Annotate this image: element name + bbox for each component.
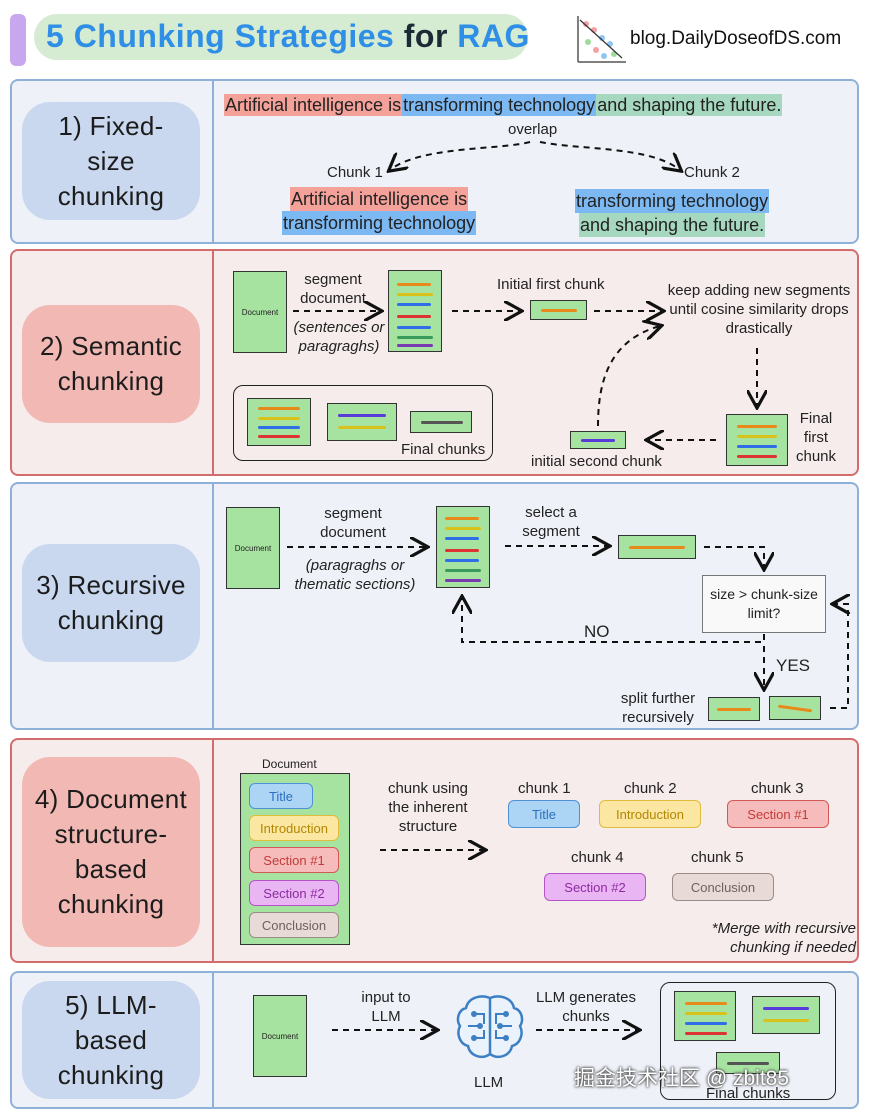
select-segment: select a segment (522, 504, 580, 540)
semantic-final-chunk-1 (247, 398, 311, 446)
chunk2-label: Chunk 2 (684, 164, 740, 181)
llm-final-chunks-frame (660, 982, 836, 1100)
structure-arrow-text: chunk using the inherent structure (387, 780, 469, 835)
llm-final-chunk-3 (716, 1052, 780, 1074)
chunk1-text: Artificial intelligence is transforming … (282, 187, 477, 235)
initial-first-chunk (530, 300, 587, 320)
title-part-1: 5 Chunking Strategies (46, 18, 395, 54)
structure-label: 4) Document structure-based chunking (22, 757, 200, 947)
input-to-llm: input to LLM (361, 989, 411, 1025)
recursive-label: 3) Recursive chunking (22, 544, 200, 662)
sentence-part-b: transforming technology (402, 94, 597, 116)
llm-final-chunk-2 (752, 996, 820, 1034)
llm-final-chunks-label: Final chunks (706, 1085, 791, 1102)
chunk-4-tag: Section #2 (544, 873, 646, 901)
scatter-logo-icon (577, 16, 626, 63)
merge-note: *Merge with recursive chunking if needed (711, 920, 856, 956)
title-part-2: for (403, 18, 448, 54)
no-label: NO (584, 622, 610, 641)
watermark: 掘金技术社区 @ zbit85 (574, 1067, 790, 1090)
final-first-chunk-box (726, 414, 788, 466)
selected-segment (618, 535, 696, 559)
chunk2-line1: transforming technology (575, 189, 770, 213)
semantic-final-chunks-label: Final chunks (401, 441, 486, 458)
title-background (34, 14, 528, 60)
chunk-1-label: chunk 1 (518, 780, 571, 797)
chunk-1-tag: Title (508, 800, 580, 828)
final-first-chunk-label: Final first chunk (796, 410, 837, 465)
structure-document-label: Document (262, 757, 317, 771)
semantic-segment: segment document (300, 271, 366, 307)
recursive-segments-box (436, 506, 490, 588)
split-chunk-2 (769, 696, 821, 720)
chunk-4-label: chunk 4 (571, 849, 624, 866)
doc-item-section-1: Section #1 (249, 847, 339, 873)
chunk-2-label: chunk 2 (624, 780, 677, 797)
chunk-3-label: chunk 3 (751, 780, 804, 797)
chunk1-label: Chunk 1 (327, 164, 383, 181)
split-further-label: split further recursively (620, 690, 696, 726)
recursive-segment: segment document (320, 505, 386, 541)
doc-item-title: Title (249, 783, 313, 809)
doc-item-introduction: Introduction (249, 815, 339, 841)
llm-label-text: LLM (474, 1074, 504, 1091)
blog-url: blog.DailyDoseofDS.com (630, 28, 842, 49)
initial-first-chunk-label: Initial first chunk (497, 276, 605, 293)
semantic-final-chunk-2 (327, 403, 397, 441)
llm-label: 5) LLM-based chunking (22, 981, 200, 1099)
chunk2-text: transforming technology and shaping the … (575, 189, 770, 237)
initial-second-chunk-label: initial second chunk (531, 453, 662, 470)
title-part-3: RAG (457, 18, 530, 54)
split-chunk-1 (708, 697, 760, 721)
recursive-document: Document (226, 507, 280, 589)
overlap-label: overlap (508, 121, 558, 138)
sentence-part-a: Artificial intelligence is (224, 94, 403, 116)
doc-item-section-2: Section #2 (249, 880, 339, 906)
semantic-label: 2) Semantic chunking (22, 305, 200, 423)
semantic-segments-box (388, 270, 442, 352)
chunk1-line1: Artificial intelligence is (290, 187, 469, 211)
keep-adding-text: keep adding new segments until cosine si… (667, 282, 851, 337)
chunk-5-label: chunk 5 (691, 849, 744, 866)
chunk-3-tag: Section #1 (727, 800, 829, 828)
chunk2-line2: and shaping the future. (578, 213, 766, 237)
llm-document: Document (253, 995, 307, 1077)
llm-final-chunk-1 (674, 991, 736, 1041)
doc-item-conclusion: Conclusion (249, 912, 339, 938)
llm-brain-icon (456, 995, 524, 1058)
initial-second-chunk (570, 431, 626, 449)
semantic-final-chunk-3 (410, 411, 472, 433)
fixed-size-label: 1) Fixed-size chunking (22, 102, 200, 220)
yes-label: YES (776, 656, 811, 675)
semantic-document: Document (233, 271, 287, 353)
chunk-2-tag: Introduction (599, 800, 701, 828)
semantic-final-chunks-frame (233, 385, 493, 461)
chunk1-line2: transforming technology (282, 211, 477, 235)
sentence-part-c: and shaping the future. (596, 94, 783, 116)
chunk-5-tag: Conclusion (672, 873, 774, 901)
header-accent-bar (10, 14, 26, 66)
page-title: 5 Chunking Strategies for RAG (46, 18, 530, 55)
llm-generates: LLM generates chunks (535, 989, 637, 1025)
semantic-segment-note: (sentences or paragraghs) (293, 319, 385, 355)
recursive-segment-note: (paragraghs or thematic sections) (294, 557, 416, 593)
size-limit-decision: size > chunk-size limit? (702, 575, 826, 633)
